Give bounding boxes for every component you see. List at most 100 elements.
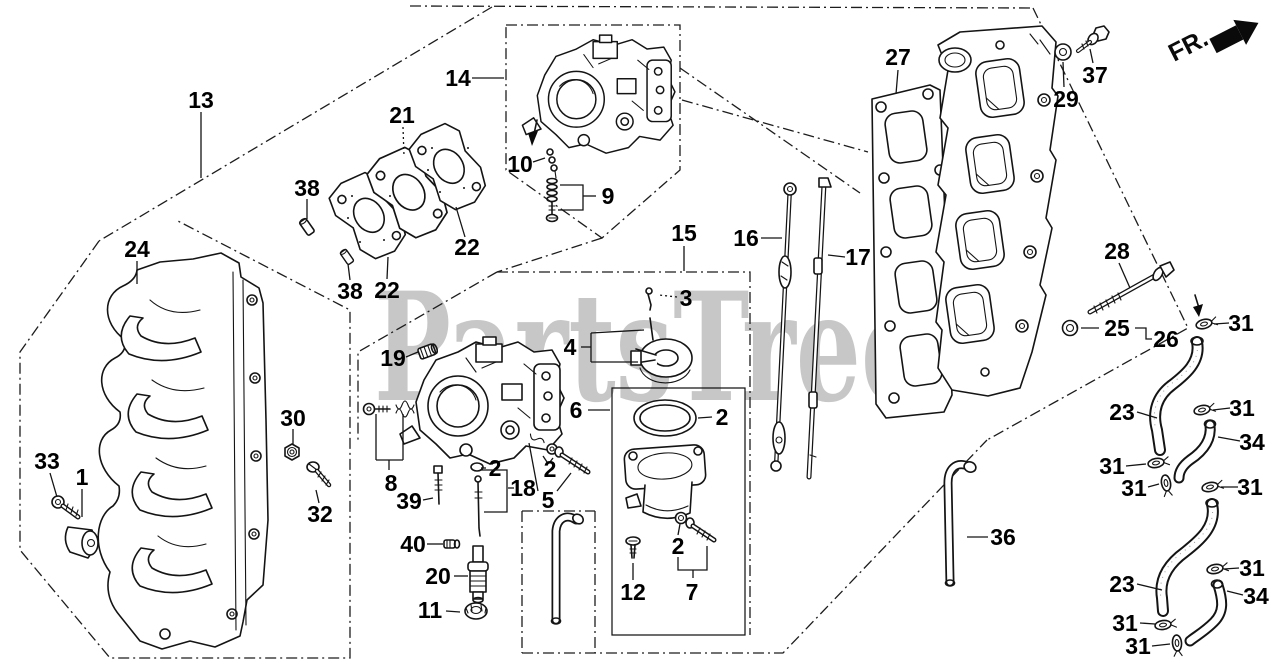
- flange-nut-30: [284, 443, 300, 461]
- leader-line: [1135, 327, 1152, 340]
- float-4: [630, 338, 693, 384]
- leader-line: [528, 442, 539, 492]
- leader-line: [532, 157, 546, 163]
- callout-7-label: 7: [686, 579, 699, 605]
- chamber-gasket-2: [633, 399, 697, 437]
- callout-14-label: 14: [445, 65, 471, 91]
- leader-line: [556, 472, 572, 492]
- callout-12-label: 12: [620, 579, 646, 605]
- leader-line: [1118, 262, 1131, 289]
- callout-1-label: 1: [76, 464, 89, 490]
- drain-screw-set-5-2: [529, 433, 591, 475]
- drain-screw-12: [625, 536, 641, 559]
- intake-manifold: [935, 25, 1059, 397]
- leader-line: [590, 329, 645, 334]
- callout-28-label: 28: [1104, 238, 1130, 264]
- linkage-rod-16: [770, 182, 797, 472]
- leader-line: [1136, 411, 1158, 419]
- leader-line: [49, 472, 58, 498]
- leader-line: [480, 469, 508, 513]
- screw-and-spring-8: [362, 400, 415, 418]
- leader-line: [677, 523, 681, 536]
- leader-line: [315, 489, 320, 504]
- leader-line: [1151, 643, 1171, 647]
- callout-30-label: 30: [280, 405, 306, 431]
- callout-37-label: 37: [1082, 62, 1108, 88]
- upper-carburetor-assembly: [521, 34, 676, 223]
- callout-31-label: 31: [1099, 453, 1125, 479]
- callout-2-label: 2: [716, 404, 729, 430]
- callout-9-label: 9: [602, 183, 615, 209]
- callout-5-label: 5: [542, 487, 555, 513]
- linkage-rod-17: [806, 177, 832, 480]
- gasket-stipple: [347, 147, 469, 243]
- callout-17-label: 17: [845, 244, 871, 270]
- callout-33-label: 33: [34, 448, 60, 474]
- tube-35: [550, 512, 584, 625]
- callout-15-label: 15: [671, 220, 697, 246]
- bolt-28-and-cap-25: [1061, 261, 1175, 337]
- leader-line: [386, 256, 389, 280]
- carburetor-gasket-insulator-set: [297, 115, 498, 269]
- callout-31-label: 31: [1228, 310, 1254, 336]
- assembly-boundary-lines: [19, 5, 1189, 659]
- callout-38-label: 38: [337, 278, 363, 304]
- water-tube-36: [943, 460, 977, 587]
- leader-line: [542, 455, 548, 463]
- screw-32: [306, 461, 332, 488]
- leader-line: [1226, 590, 1244, 596]
- leader-line: [445, 610, 461, 613]
- leader-line: [697, 416, 713, 419]
- leader-line: [1213, 322, 1230, 325]
- callout-27-label: 27: [885, 44, 911, 70]
- float-valve-3: [645, 287, 653, 311]
- callout-38-label: 38: [294, 175, 320, 201]
- intake-manifold-cover: [97, 252, 269, 650]
- leader-line: [1125, 463, 1147, 467]
- water-hoses: [1149, 336, 1228, 647]
- needle-jet-39: [433, 465, 443, 505]
- leader-line: [1223, 567, 1240, 570]
- bolt-37: [1076, 25, 1110, 53]
- callout-6-label: 6: [570, 397, 583, 423]
- callout-8-label: 8: [385, 470, 398, 496]
- callout-21-label: 21: [389, 102, 415, 128]
- leader-line: [827, 254, 846, 258]
- leader-line: [1212, 407, 1231, 411]
- callout-26-label: 26: [1153, 326, 1179, 352]
- chamber-washer-screw-2-7: [674, 511, 717, 543]
- callout-24-label: 24: [124, 236, 150, 262]
- callout-36-label: 36: [990, 524, 1016, 550]
- manifold-gasket-27: [871, 84, 953, 419]
- leader-line: [549, 457, 554, 463]
- washer-29: [1054, 43, 1072, 61]
- callout-4-label: 4: [564, 334, 577, 360]
- leader-line: [1089, 48, 1094, 64]
- leader-line: [405, 351, 419, 358]
- callout-20-label: 20: [425, 563, 451, 589]
- fr-arrow-icon: [1209, 19, 1259, 54]
- callout-23-label: 23: [1109, 571, 1135, 597]
- callout-31-label: 31: [1239, 555, 1265, 581]
- jet-needle-18: [474, 475, 483, 537]
- leader-line: [1147, 483, 1160, 488]
- callout-25-label: 25: [1104, 315, 1130, 341]
- leader-line: [347, 263, 351, 281]
- leader-line: [1062, 61, 1065, 88]
- float-chamber-body: [623, 444, 707, 520]
- leader-line: [1136, 583, 1163, 591]
- callout-39-label: 39: [396, 488, 422, 514]
- callout-16-label: 16: [733, 225, 759, 251]
- leader-line: [455, 206, 466, 238]
- callout-2-label: 2: [489, 455, 502, 481]
- nut-11: [464, 602, 488, 620]
- leader-line: [1139, 622, 1156, 625]
- callout-31-label: 31: [1121, 475, 1147, 501]
- callout-31-label: 31: [1229, 395, 1255, 421]
- callout-32-label: 32: [307, 501, 333, 527]
- callout-31-label: 31: [1112, 610, 1138, 636]
- callout-23-label: 23: [1109, 399, 1135, 425]
- rubber-mount-1: [64, 526, 99, 559]
- leader-line: [422, 497, 434, 501]
